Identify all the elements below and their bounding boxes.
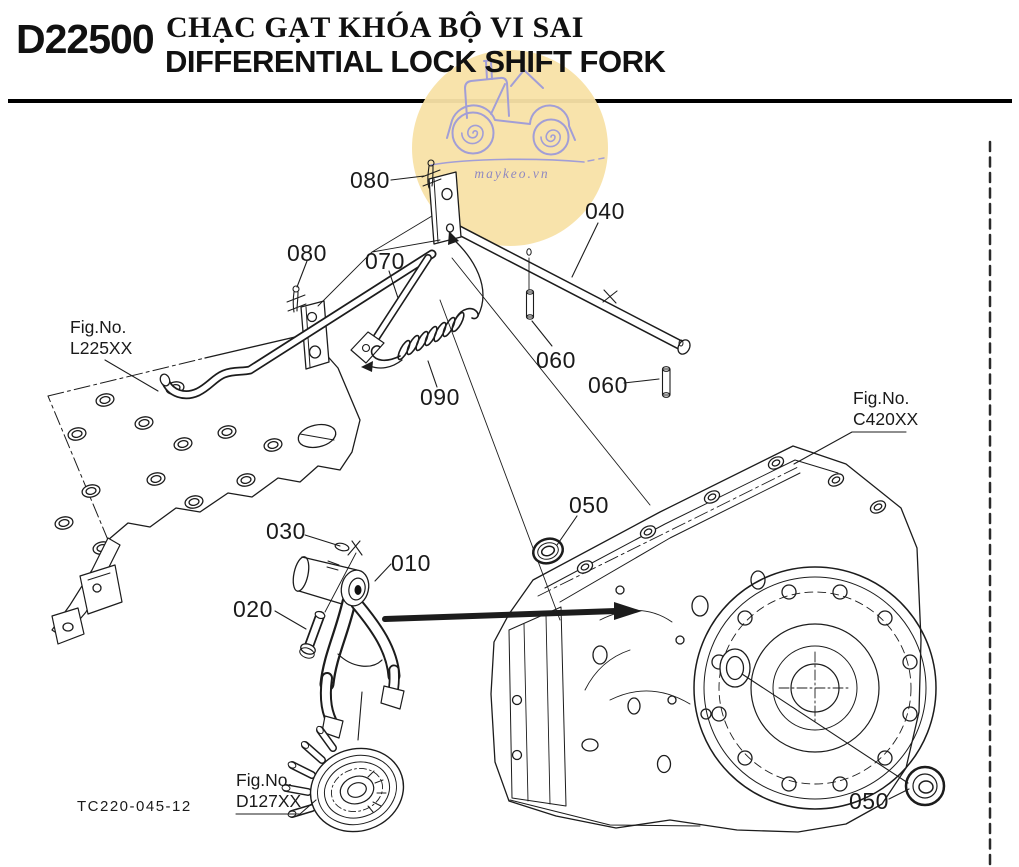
callout-010: 010 [391, 550, 431, 576]
lock-rod-drawing [436, 216, 691, 398]
bracket-drawing [286, 159, 462, 313]
watermark-circle [412, 50, 608, 246]
spring-drawing [370, 307, 479, 362]
drawing-number: TC220-045-12 [77, 798, 192, 815]
figref-label: Fig.No. [236, 770, 293, 790]
callout-050-top: 050 [569, 492, 609, 518]
figref-number: D127XX [236, 791, 302, 812]
figref-label: Fig.No. [853, 388, 910, 408]
callout-030: 030 [266, 518, 306, 544]
callout-050-bottom: 050 [849, 788, 889, 814]
callout-060-b: 060 [588, 372, 628, 398]
callout-080-left: 080 [287, 240, 327, 266]
shift-fork-drawing [292, 540, 405, 739]
watermark-text: maykeo.vn [474, 166, 549, 181]
watermark-tractor-icon [430, 59, 605, 166]
lever-drawing [159, 249, 437, 400]
callout-060-a: 060 [536, 347, 576, 373]
figref-L225XX: Fig.No. L225XX [70, 317, 132, 360]
figref-label: Fig.No. [70, 317, 127, 337]
figref-number: C420XX [853, 409, 919, 430]
callout-080-top: 080 [350, 167, 390, 193]
top-plate-drawing [47, 300, 361, 645]
page-title-english: DIFFERENTIAL LOCK SHIFT FORK [165, 44, 666, 79]
figref-D127XX: Fig.No. D127XX [236, 770, 301, 813]
leader-lines [104, 175, 910, 815]
seal-drawings [532, 537, 946, 807]
page-title-vietnamese: CHẠC GẠT KHÓA BỘ VI SAI [166, 11, 584, 44]
assembly-arrows [317, 215, 651, 621]
figref-number: L225XX [70, 338, 133, 359]
figref-C420XX: Fig.No. C420XX [853, 388, 918, 431]
gear-case-drawing [490, 445, 937, 833]
insertion-arrow [382, 602, 642, 622]
callout-070: 070 [365, 248, 405, 274]
section-code: D22500 [16, 16, 155, 62]
bearing-drawing [281, 725, 405, 833]
callout-090: 090 [420, 384, 460, 410]
callout-040: 040 [585, 198, 625, 224]
callout-020: 020 [233, 596, 273, 622]
